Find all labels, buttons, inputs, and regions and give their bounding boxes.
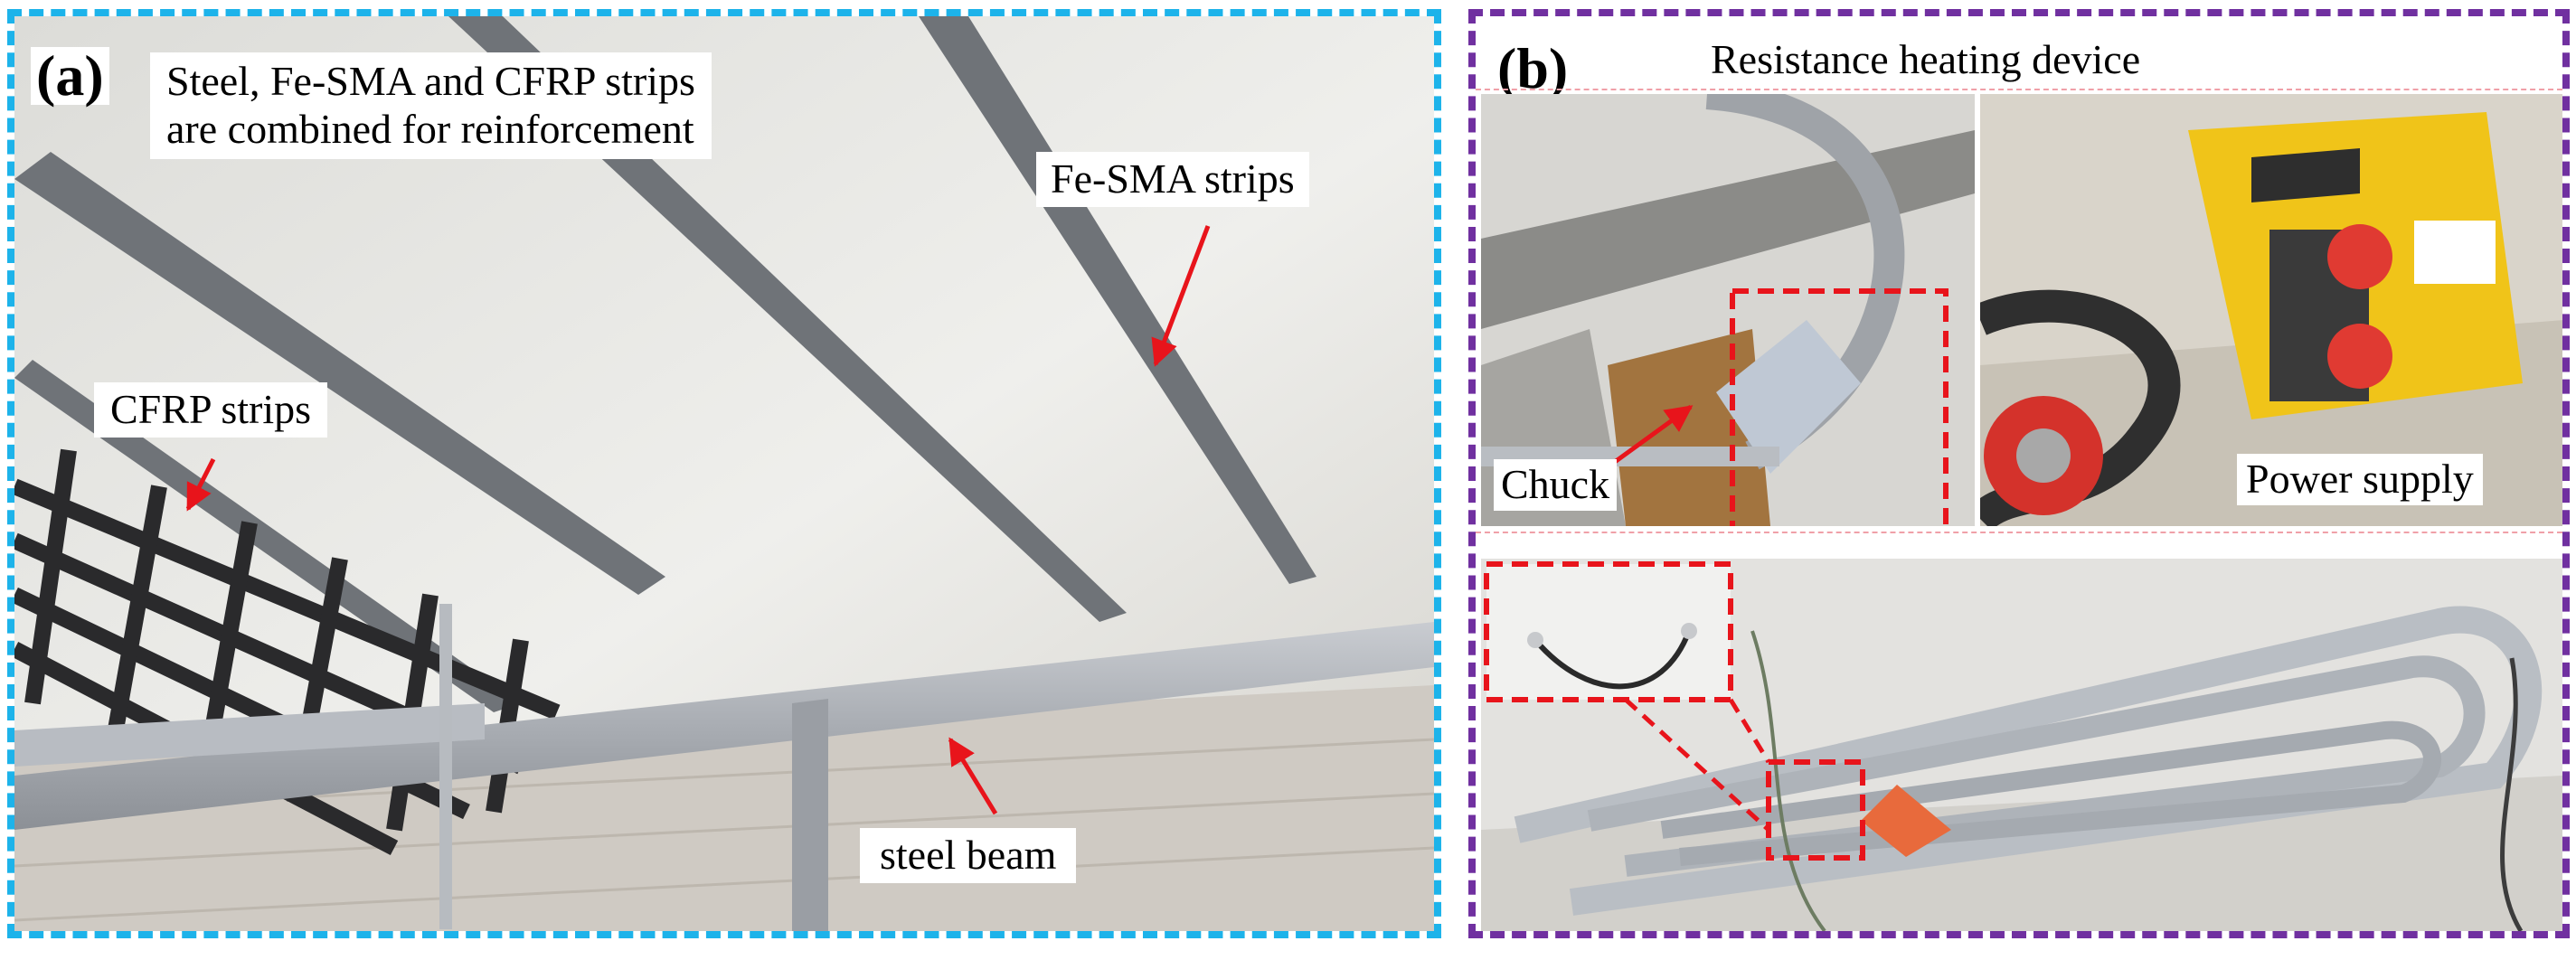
arrow-cfrp bbox=[185, 457, 216, 512]
photo-chuck bbox=[1481, 94, 1975, 526]
panel-a-title-line1: Steel, Fe-SMA and CFRP strips bbox=[166, 58, 695, 104]
label-power-supply: Power supply bbox=[2237, 454, 2483, 505]
arrow-steel-beam bbox=[948, 737, 998, 815]
label-cfrp-strips: CFRP strips bbox=[94, 382, 328, 438]
inset-highlight bbox=[1484, 561, 1865, 861]
panel-b: (b) Resistance heating device Chuck bbox=[1468, 9, 2570, 938]
separator-middle bbox=[1476, 532, 2562, 535]
panel-a-title-line2: are combined for reinforcement bbox=[166, 105, 694, 152]
annotation-arrows-a bbox=[185, 225, 1211, 815]
panel-b-letter: (b) bbox=[1492, 40, 1574, 98]
panel-a: (a) Steel, Fe-SMA and CFRP strips are co… bbox=[7, 9, 1441, 938]
photo-heating-loop bbox=[1481, 559, 2562, 931]
panel-a-letter: (a) bbox=[31, 47, 109, 105]
label-steel-beam: steel beam bbox=[860, 828, 1077, 883]
label-chuck: Chuck bbox=[1494, 459, 1618, 511]
arrow-fe-sma bbox=[1151, 225, 1211, 367]
label-fe-sma-strips: Fe-SMA strips bbox=[1036, 152, 1309, 207]
panel-a-title: Steel, Fe-SMA and CFRP strips are combin… bbox=[150, 52, 712, 159]
panel-b-title: Resistance heating device bbox=[1702, 36, 2150, 84]
separator-top bbox=[1476, 89, 2562, 92]
